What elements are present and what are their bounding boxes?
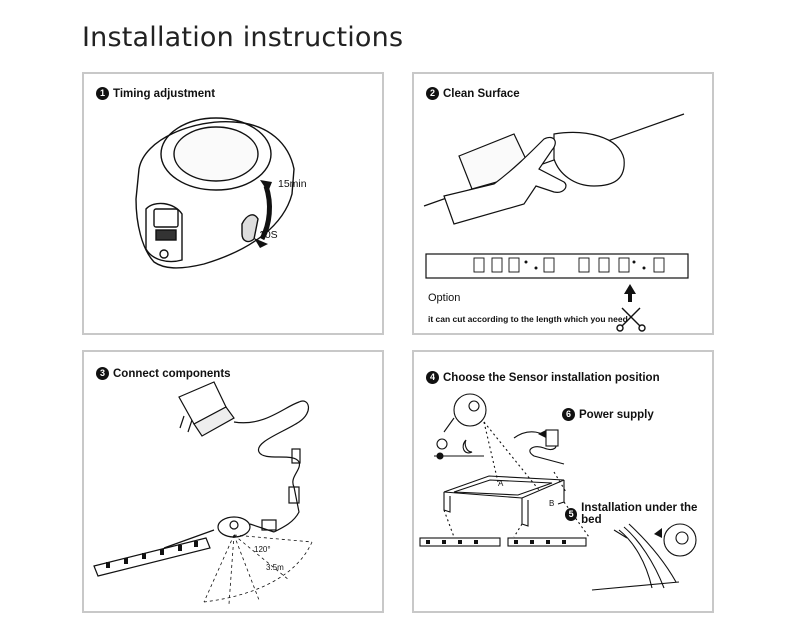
step-number: 6 [562, 408, 575, 421]
step-heading: 1 Timing adjustment [96, 87, 215, 100]
panel-connect-components: 3 Connect components [82, 350, 384, 613]
panel-clean-surface: 2 Clean Surface [412, 72, 714, 335]
step-heading: 3 Connect components [96, 367, 231, 380]
cleaning-hand-illustration [423, 113, 689, 332]
step-title: Timing adjustment [113, 87, 216, 100]
angle-label: 120° [254, 545, 271, 554]
under-bed-heading: 5 Installation under the bed [565, 502, 712, 526]
option-label: Option [428, 292, 461, 304]
timing-down-label: 10S [259, 229, 278, 241]
step-heading: 2 Clean Surface [426, 87, 520, 100]
step-number: 2 [426, 87, 439, 100]
power-supply-heading: 6 Power supply [562, 408, 654, 421]
components-illustration [93, 381, 313, 605]
range-label: 3.5m [266, 563, 284, 572]
page-title: Installation instructions [82, 22, 404, 53]
step-number: 1 [96, 87, 109, 100]
cut-note-label: it can cut according to the length which… [428, 314, 628, 324]
panel-timing-adjustment: 1 Timing adjustment 15min 10S [82, 72, 384, 335]
step-number: 5 [565, 507, 578, 521]
step-title: Choose the Sensor installation position [443, 371, 660, 384]
point-b-label: B [549, 499, 555, 508]
step-number: 4 [426, 371, 439, 384]
panel-sensor-position: 4 Choose the Sensor installation positio… [412, 350, 714, 613]
under-bed-label: Installation under the bed [581, 502, 698, 526]
step-heading: 4 Choose the Sensor installation positio… [426, 371, 660, 384]
sensor-device-illustration [135, 117, 295, 269]
step-title: Clean Surface [443, 87, 520, 100]
point-a-label: A [498, 479, 504, 488]
step-title: Connect components [113, 367, 231, 380]
power-supply-label: Power supply [579, 408, 654, 421]
bed-installation-illustration [419, 393, 697, 591]
timing-up-label: 15min [278, 178, 307, 190]
step-number: 3 [96, 367, 109, 380]
